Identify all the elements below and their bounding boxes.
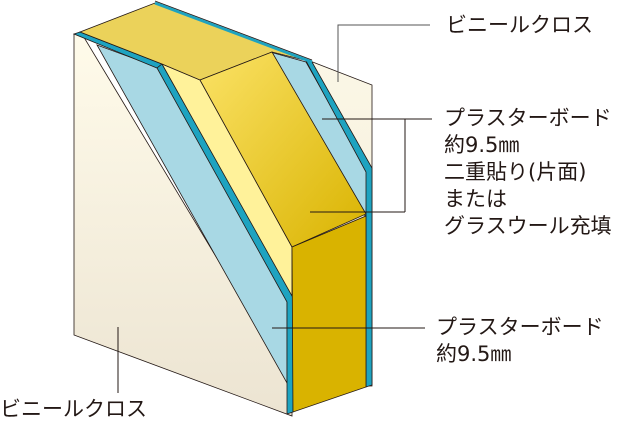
glass-wool-front xyxy=(291,215,367,413)
label-vinyl-cross-bottom: ビニールクロス xyxy=(0,396,147,423)
label-plasterboard-single: プラスターボード 約9.5㎜ xyxy=(436,314,604,368)
label-line: ビニールクロス xyxy=(446,13,593,37)
leader-lines xyxy=(117,24,432,393)
label-vinyl-cross-top: ビニールクロス xyxy=(446,12,593,39)
glass-wool-slope xyxy=(199,51,367,248)
label-line: プラスターボード xyxy=(444,106,612,130)
label-line: ビニールクロス xyxy=(0,397,147,421)
label-line: 約9.5㎜ xyxy=(436,342,512,366)
label-line: グラスウール充填 xyxy=(444,214,612,238)
label-line: 二重貼り(片面) xyxy=(444,160,587,184)
label-line: または xyxy=(444,187,507,211)
label-line: プラスターボード xyxy=(436,315,604,339)
label-line: 約9.5㎜ xyxy=(444,133,520,157)
label-plasterboard-double: プラスターボード 約9.5㎜ 二重貼り(片面) または グラスウール充填 xyxy=(444,105,612,240)
